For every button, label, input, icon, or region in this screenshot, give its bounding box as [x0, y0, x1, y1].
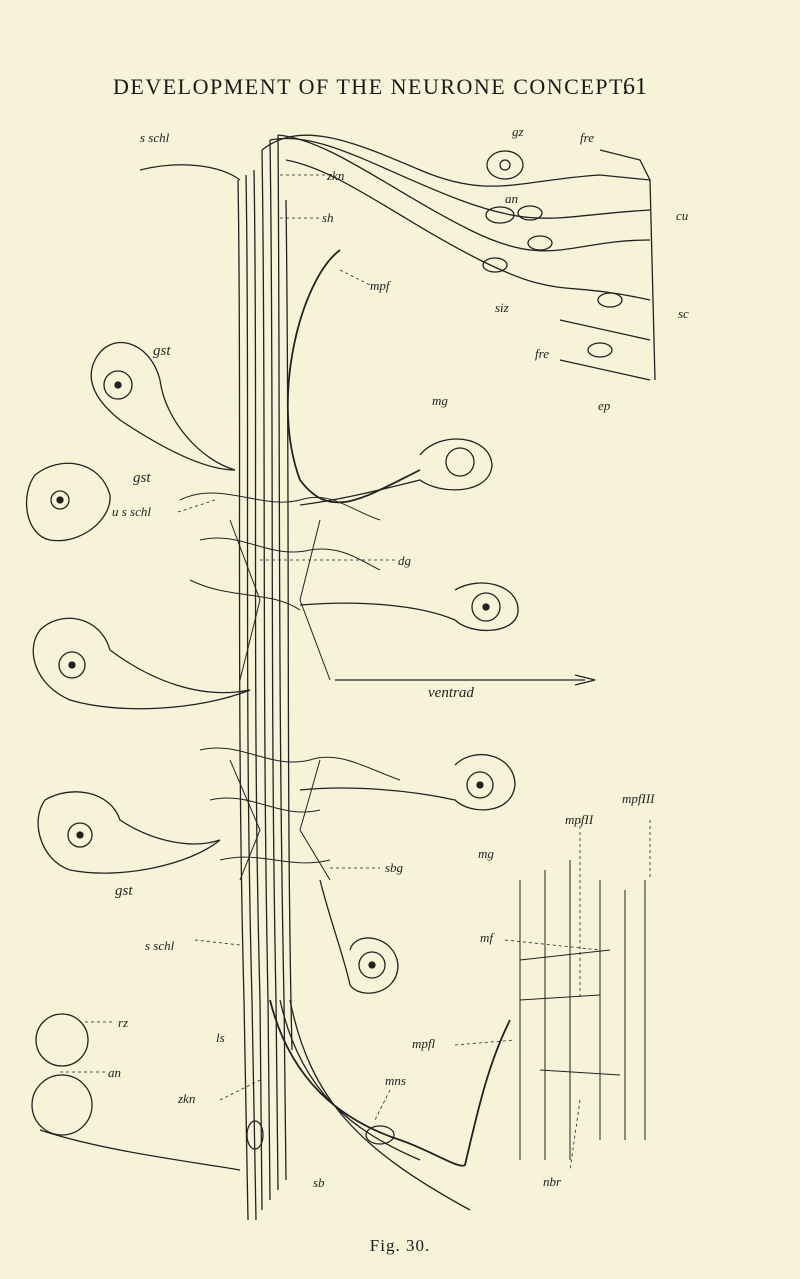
label-siz: siz [495, 300, 509, 315]
neurone-drawing: s schl zkn sh mpf gz fre an cu siz sc fr… [25, 124, 689, 1220]
lower-fibres [39, 999, 511, 1211]
label-mpf: mpf [370, 278, 392, 293]
label-gst-1: gst [153, 343, 171, 359]
leader-lines [60, 174, 651, 1171]
label-sb: sb [313, 1175, 325, 1190]
page-header: DEVELOPMENT OF THE NEURONE CONCEPT. 61 [0, 74, 800, 104]
label-fre-top: fre [580, 130, 594, 145]
label-fre-mid: fre [535, 346, 549, 361]
label-an-top: an [505, 191, 518, 206]
upper-fiber-bundle [139, 134, 651, 301]
label-gz: gz [512, 124, 524, 139]
label-mpfII: mpfII [565, 812, 594, 827]
label-ventrad: ventrad [428, 685, 474, 701]
label-ep: ep [598, 398, 611, 413]
motor-fibre [286, 249, 421, 504]
label-mpfl: mpfl [412, 1036, 436, 1051]
lower-right-nerve-bundle [519, 860, 646, 1160]
label-sbg: sbg [385, 860, 404, 875]
label-ls: ls [216, 1030, 225, 1045]
label-mpfIII: mpfIII [622, 791, 655, 806]
label-dg: dg [398, 553, 412, 568]
label-s-schl-bottom: s schl [145, 938, 175, 953]
label-an-bottom: an [108, 1065, 121, 1080]
label-mf: mf [480, 930, 495, 945]
label-sc: sc [678, 306, 689, 321]
label-gst-3: gst [115, 883, 133, 899]
label-cu: cu [676, 208, 689, 223]
ventrad-arrow [335, 674, 596, 686]
label-gst-2: gst [133, 470, 151, 486]
label-zkn-top: zkn [326, 168, 344, 183]
page-number: 61 [623, 74, 647, 100]
central-plexus [179, 492, 401, 881]
figure-caption: Fig. 30. [369, 1236, 431, 1255]
label-mg-bottom: mg [478, 846, 494, 861]
label-s-schl-top: s schl [140, 130, 170, 145]
label-nbr: nbr [543, 1174, 562, 1189]
epidermis-region [482, 149, 656, 381]
label-sh: sh [322, 210, 334, 225]
label-u-s-schl: u s schl [112, 504, 151, 519]
label-mg-top: mg [432, 393, 448, 408]
label-rz: rz [118, 1015, 128, 1030]
label-zkn-bottom: zkn [177, 1091, 195, 1106]
ganglion-cells [25, 342, 519, 1136]
figure-illustration: s schl zkn sh mpf gz fre an cu siz sc fr… [0, 110, 800, 1220]
label-mns: mns [385, 1073, 406, 1088]
nerve-trunk [237, 134, 293, 1220]
running-title: DEVELOPMENT OF THE NEURONE CONCEPT. [113, 74, 630, 99]
